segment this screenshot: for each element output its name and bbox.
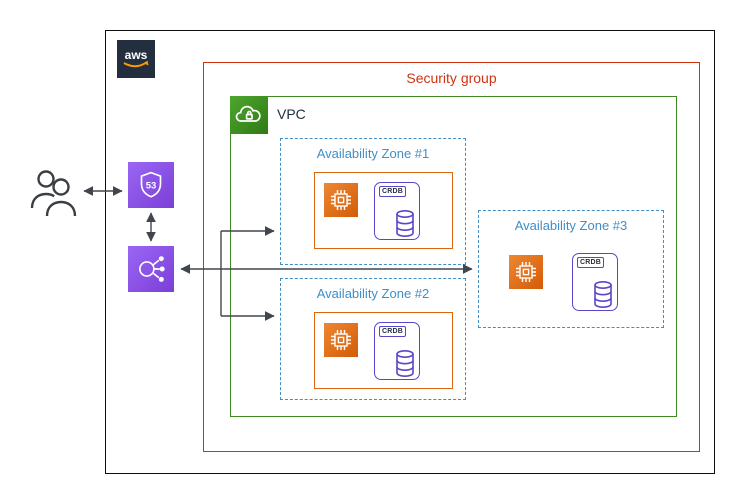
route53-number: 53 — [146, 181, 157, 192]
availability-zone-1-label: Availability Zone #1 — [316, 146, 430, 161]
aws-account-frame — [105, 30, 715, 474]
database-cylinder-icon — [396, 350, 414, 377]
ec2-instance-icon — [324, 183, 358, 217]
aws-logo: aws — [117, 40, 155, 78]
database-cylinder-icon — [396, 210, 414, 237]
crdb-label: CRDB — [577, 257, 605, 268]
load-balancer-icon — [128, 246, 174, 292]
ec2-instance-icon — [509, 255, 543, 289]
crdb-label: CRDB — [379, 326, 407, 337]
security-group-boundary: Security group — [203, 62, 700, 452]
availability-zone-3: Availability Zone #3 CRDB — [478, 210, 664, 328]
users-icon — [30, 170, 77, 217]
route53-icon: 53 — [128, 162, 174, 208]
database-cylinder-icon — [594, 281, 612, 308]
vpc-label: VPC — [277, 106, 306, 122]
az2-node-box: CRDB — [314, 312, 453, 389]
aws-smile-icon — [123, 61, 148, 68]
aws-logo-icon: aws — [123, 48, 149, 68]
availability-zone-2-label: Availability Zone #2 — [316, 286, 430, 301]
crdb-database-icon: CRDB — [374, 322, 420, 380]
availability-zone-2: Availability Zone #2 CRDB — [280, 278, 466, 400]
crdb-database-icon: CRDB — [374, 182, 420, 240]
shield-icon — [140, 171, 162, 198]
security-group-label: Security group — [406, 70, 497, 86]
az1-node-box: CRDB — [314, 172, 453, 249]
crdb-label: CRDB — [379, 186, 407, 197]
availability-zone-3-label: Availability Zone #3 — [514, 218, 628, 233]
vpc-boundary — [230, 96, 677, 417]
availability-zone-1: Availability Zone #1 CRDB — [280, 138, 466, 265]
vpc-cloud-icon — [230, 96, 268, 134]
aws-logo-text: aws — [125, 48, 148, 62]
crdb-database-icon: CRDB — [572, 253, 618, 311]
ec2-instance-icon — [324, 323, 358, 357]
